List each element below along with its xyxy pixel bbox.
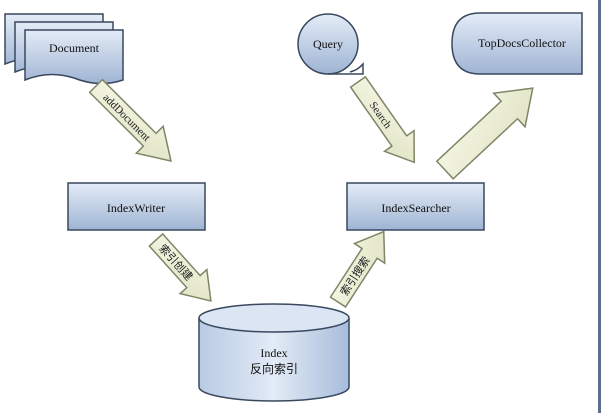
topdocs-collector-node: TopDocsCollector xyxy=(451,12,583,75)
index-create-label: 索引创建 xyxy=(156,241,196,283)
topdocs-collector-label: TopDocsCollector xyxy=(478,36,566,50)
query-label: Query xyxy=(313,37,343,51)
index-node: Index 反向索引 xyxy=(198,303,350,402)
document-node: Document xyxy=(4,13,124,85)
indexwriter-label: IndexWriter xyxy=(107,201,165,215)
add-document-label: addDocument xyxy=(100,92,152,144)
index-create-arrow: 索引创建 xyxy=(148,232,212,302)
index-subtitle-label: 反向索引 xyxy=(250,361,298,376)
query-node: Query xyxy=(297,13,364,75)
add-document-arrow: addDocument xyxy=(88,78,172,162)
indexsearcher-node: IndexSearcher xyxy=(346,182,485,231)
index-search-arrow: 索引搜索 xyxy=(329,230,386,308)
index-title-label: Index xyxy=(260,346,287,360)
indexwriter-node: IndexWriter xyxy=(67,182,206,231)
search-arrow: Search xyxy=(349,75,415,164)
results-arrow xyxy=(435,87,534,180)
document-label: Document xyxy=(49,41,100,55)
indexsearcher-label: IndexSearcher xyxy=(381,201,450,215)
